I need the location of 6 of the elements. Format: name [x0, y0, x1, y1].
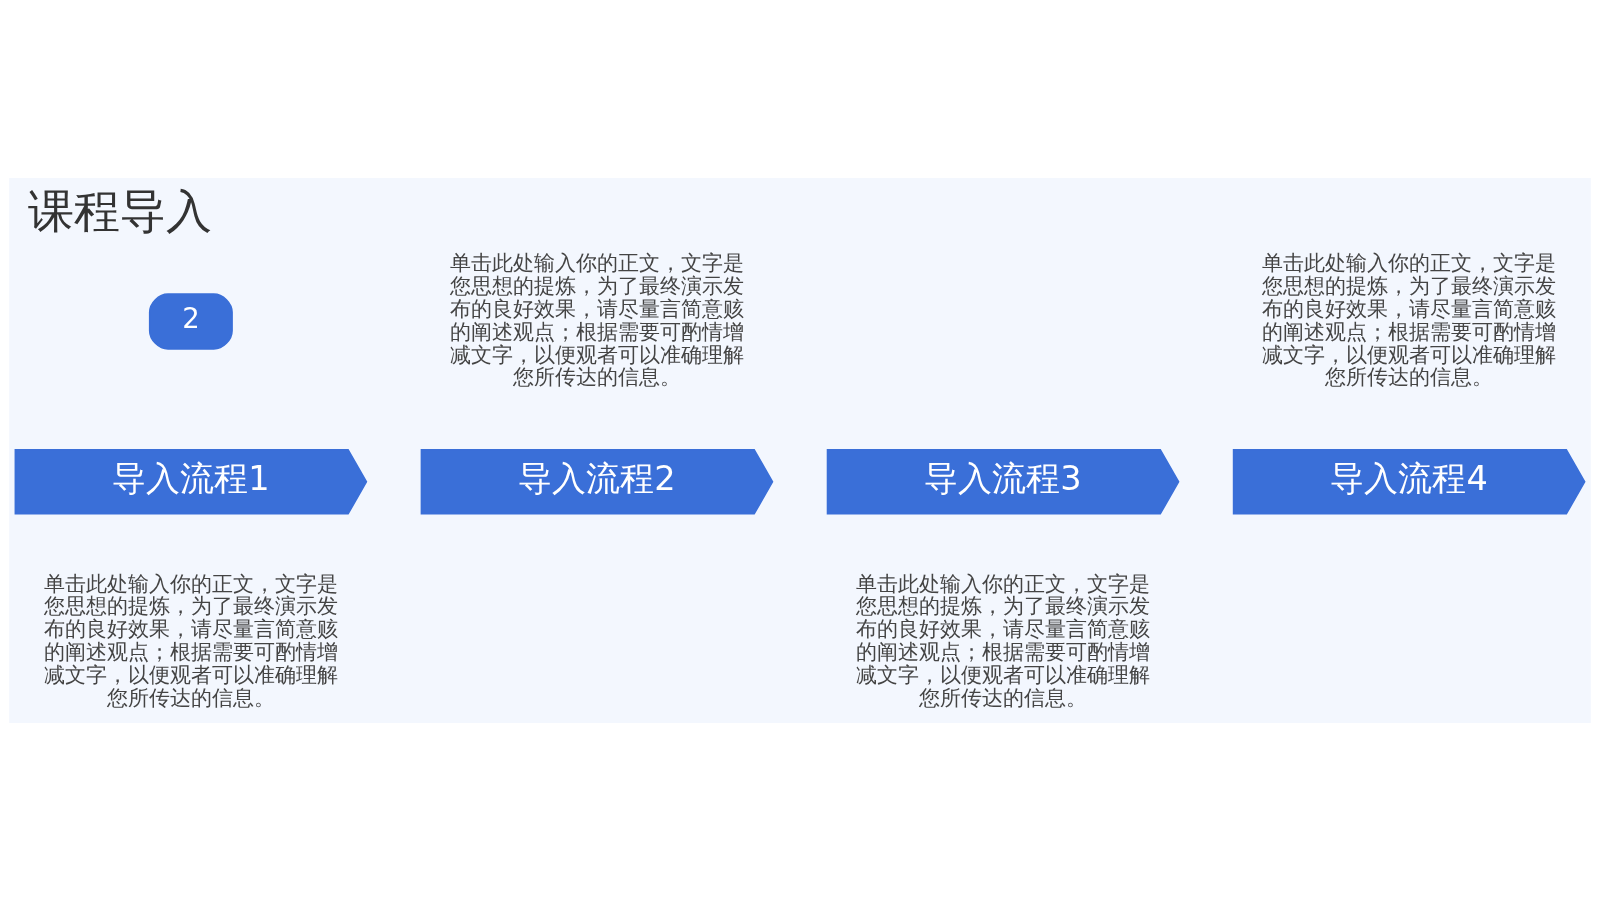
label: 2 — [182, 302, 200, 334]
node-label: 单击此处输入你的正文，文字是您思想的提炼，为了最终演示发布的良好效果，请尽量言简意赅的阐述观点；根据需要可酌情增减文字，以便观者可以准确理解您所传达的信息。 — [43, 569, 338, 710]
node-label: 单击此处输入你的正文，文字是您思想的提炼，为了最终演示发布的良好效果，请尽量言简意赅的阐述观点；根据需要可酌情增减文字，以便观者可以准确理解您所传达的信息。 — [1262, 249, 1557, 389]
diagram-title: 课程导入 — [27, 183, 212, 238]
node-label: 单击此处输入你的正文，文字是您思想的提炼，为了最终演示发布的良好效果，请尽量言简意赅的阐述观点；根据需要可酌情增减文字，以便观者可以准确理解您所传达的信息。 — [449, 249, 744, 389]
node-label: 单击此处输入你的正文，文字是您思想的提炼，为了最终演示发布的良好效果，请尽量言简意赅的阐述观点；根据需要可酌情增减文字，以便观者可以准确理解您所传达的信息。 — [856, 569, 1151, 710]
